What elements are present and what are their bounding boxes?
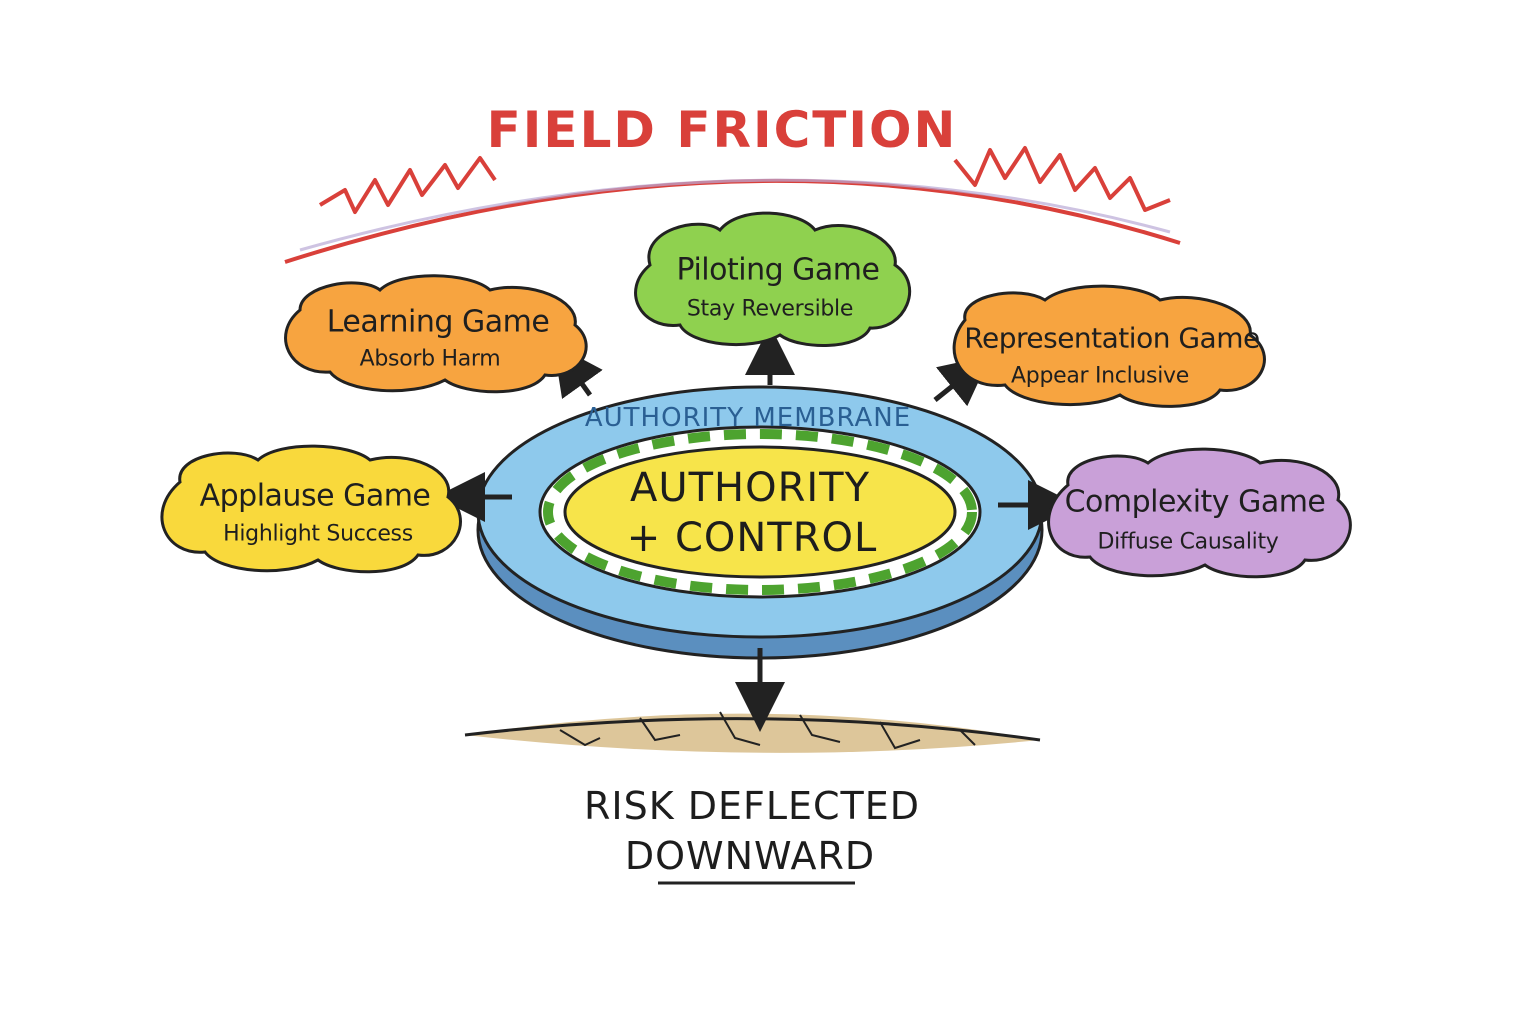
complexity-game-title: Complexity Game	[1064, 484, 1326, 520]
cloud-piloting	[634, 211, 912, 347]
ground	[464, 711, 1041, 753]
membrane-green-band	[543, 429, 977, 595]
representation-game-title: Representation Game	[964, 321, 1260, 355]
membrane-label: AUTHORITY MEMBRANE	[584, 403, 912, 433]
cloud-learning	[284, 274, 588, 394]
friction-arc-shadow	[299, 178, 1171, 252]
core-ellipse	[563, 445, 957, 579]
applause-game-subtitle: Highlight Success	[223, 521, 413, 547]
learning-game-title: Learning Game	[326, 304, 550, 340]
diagram-title: FIELD FRICTION	[486, 101, 958, 159]
piloting-game-subtitle: Stay Reversible	[686, 296, 854, 322]
cloud-complexity	[1047, 447, 1352, 579]
cloud-representation	[952, 284, 1266, 408]
friction-band	[284, 146, 1181, 264]
risk-label-line2: DOWNWARD	[624, 834, 876, 878]
clouds	[160, 211, 1352, 579]
piloting-game-title: Piloting Game	[676, 252, 880, 288]
representation-game-subtitle: Appear Inclusive	[1011, 363, 1189, 389]
ground-cracks	[559, 711, 976, 750]
membrane	[476, 385, 1044, 660]
learning-game-subtitle: Absorb Harm	[359, 346, 501, 372]
friction-zigzag-left	[318, 156, 497, 214]
applause-game-title: Applause Game	[199, 478, 431, 514]
cloud-applause	[160, 444, 462, 574]
core-label-line1: AUTHORITY	[629, 465, 871, 511]
risk-label-line1: RISK DEFLECTED	[583, 784, 921, 828]
complexity-game-subtitle: Diffuse Causality	[1097, 529, 1279, 555]
friction-zigzag-right	[953, 146, 1171, 212]
core-label-line2: + CONTROL	[626, 515, 878, 561]
